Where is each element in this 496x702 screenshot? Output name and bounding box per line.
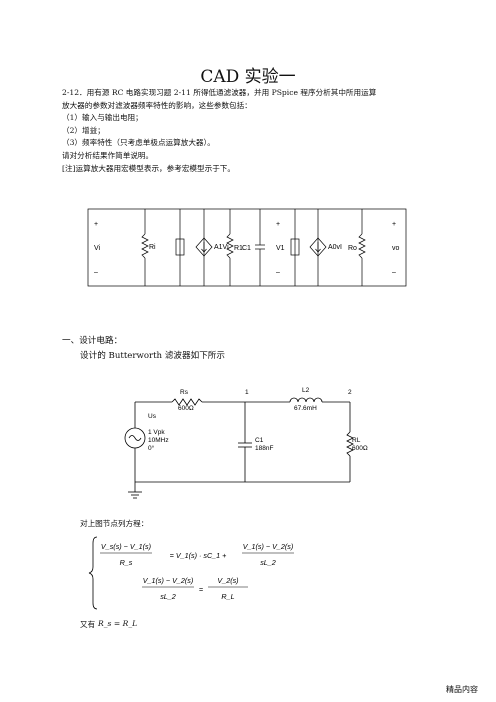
section1-heading: 一、设计电路：: [62, 336, 123, 346]
mm-a0v1-label: A0vI: [328, 244, 342, 251]
eq1-right-numerator: V_1(s) − V_2(s): [243, 542, 294, 551]
section1-subheading: 设计的 Butterworth 滤波器如下所示: [80, 351, 225, 361]
node-equation-intro: 对上图节点列方程：: [80, 519, 149, 528]
mm-minus-in: –: [94, 269, 98, 276]
source-phase: 0°: [148, 444, 155, 452]
page-title: CAD 实验一: [200, 67, 296, 87]
mm-r1-label: R1: [234, 245, 243, 252]
final-equation: R_s = R_L: [98, 619, 138, 628]
mm-c1-label: C1: [242, 245, 251, 252]
intro-line-5: （3）频率特性（只考虑单极点运算放大器）。: [62, 138, 215, 148]
node-equations: V_s(s) − V_1(s) R_s = V_1(s) · sC_1 + V_…: [88, 536, 294, 610]
mm-plus-mid: +: [276, 221, 280, 228]
rl-name: RL: [352, 437, 361, 444]
source-name: Us: [148, 413, 157, 420]
eq2-right-denominator: R_L: [221, 592, 234, 601]
intro-line-2: 放大器的参数对滤波器频率特性的影响，这些参数包括：: [62, 100, 252, 110]
rs-value: 600Ω: [178, 405, 194, 412]
l2-value: 67.6mH: [294, 405, 317, 412]
mm-plus-in: +: [94, 221, 98, 228]
eq2-right-numerator: V_2(s): [217, 576, 238, 585]
mm-plus-out: +: [392, 221, 396, 228]
mm-a1vi-label: A1Vi: [214, 244, 229, 251]
butterworth-filter-schematic: Rs 600Ω 1 L2 67.6mH 2 Us 1 Vpk 10MHz 0° …: [124, 387, 368, 499]
mm-minus-out: –: [392, 269, 396, 276]
eq2-left-denominator: sL_2: [160, 592, 176, 601]
mm-vo-label: vo: [392, 245, 400, 252]
eq1-left-denominator: R_s: [120, 558, 133, 567]
footer-watermark: 精品内容: [446, 685, 478, 694]
source-amplitude: 1 Vpk: [148, 429, 165, 436]
c1-name: C1: [255, 437, 264, 444]
mm-ro-label: Ro: [348, 245, 357, 252]
mm-vi-label: Vi: [94, 245, 101, 252]
eq2-left-numerator: V_1(s) − V_2(s): [143, 576, 194, 585]
node-1-label: 1: [245, 389, 249, 396]
intro-line-1: 2-12．用有源 RC 电路实现习题 2-11 所得低通滤波器，并用 PSpic…: [62, 88, 377, 97]
opamp-macro-model-diagram: + Vi – Ri A1Vi R1 C1 + V1 – A0vI Ro + vo…: [87, 208, 407, 287]
final-text: 又有: [80, 620, 96, 629]
problem-statement: 2-12．用有源 RC 电路实现习题 2-11 所得低通滤波器，并用 PSpic…: [62, 87, 376, 175]
eq1-left-numerator: V_s(s) − V_1(s): [101, 542, 151, 551]
source-frequency: 10MHz: [148, 437, 169, 444]
intro-line-7: [注]运算放大器用宏模型表示，参考宏模型示于下。: [62, 163, 235, 173]
eq1-right-denominator: sL_2: [260, 558, 276, 567]
node-2-label: 2: [348, 389, 352, 396]
intro-line-3: （1）输入与输出电阻；: [62, 113, 143, 123]
mm-minus-mid: –: [276, 269, 280, 276]
c1-value: 188nF: [255, 445, 273, 452]
rl-value: 600Ω: [352, 445, 368, 452]
mm-v1-label: V1: [276, 245, 285, 252]
rs-name: Rs: [180, 389, 189, 396]
mm-ri-label: Ri: [149, 244, 156, 251]
eq1-middle-term: = V_1(s) · sC_1 +: [170, 551, 227, 560]
intro-line-4: （2）增益；: [62, 125, 105, 135]
eq2-equals: =: [199, 585, 203, 594]
intro-line-6: 请对分析结果作简单说明。: [62, 150, 154, 160]
l2-name: L2: [302, 387, 310, 394]
